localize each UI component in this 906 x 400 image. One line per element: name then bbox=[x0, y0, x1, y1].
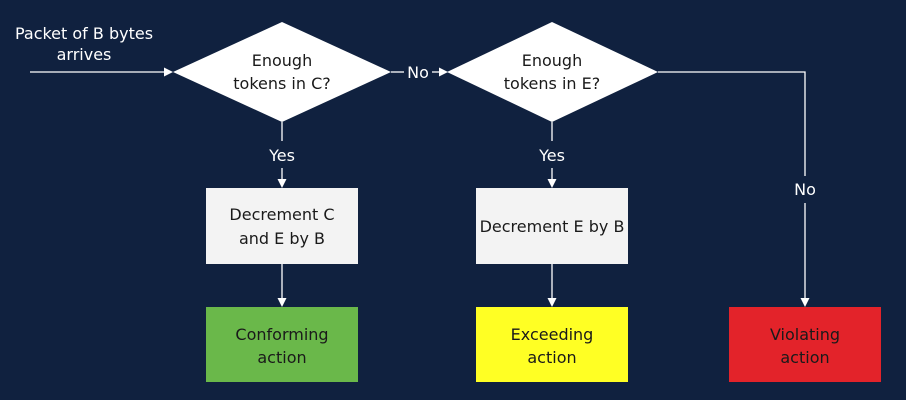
process-decrement-c-and-e: Decrement C and E by B bbox=[206, 188, 358, 264]
conforming-label-line1: Conforming bbox=[235, 325, 328, 344]
decision-c-label-line1: Enough bbox=[252, 51, 312, 70]
edge-label-c-yes: Yes bbox=[268, 146, 295, 165]
edge-label-c-no: No bbox=[407, 63, 429, 82]
edge-process-e-to-exceeding-arrowhead bbox=[547, 298, 557, 307]
process-decrement-e: Decrement E by B bbox=[476, 188, 628, 264]
decision-enough-tokens-e: Enough tokens in E? bbox=[447, 22, 658, 122]
edge-decision-c-no-arrowhead bbox=[439, 67, 448, 77]
process-e-label: Decrement E by B bbox=[480, 217, 625, 236]
edge-decision-e-no-arrowhead bbox=[800, 298, 810, 307]
start-label-line1: Packet of B bytes bbox=[15, 24, 153, 43]
decision-e-label-line1: Enough bbox=[522, 51, 582, 70]
edge-label-e-yes: Yes bbox=[538, 146, 565, 165]
edges bbox=[30, 67, 810, 307]
violating-label-line2: action bbox=[780, 348, 829, 367]
violating-label-line1: Violating bbox=[770, 325, 840, 344]
decision-e-label-line2: tokens in E? bbox=[504, 74, 600, 93]
edge-decision-e-no-part1 bbox=[658, 71, 806, 176]
outcome-violating-action: Violating action bbox=[729, 307, 881, 382]
edge-process-ce-to-conforming-arrowhead bbox=[277, 298, 287, 307]
exceeding-label-line2: action bbox=[527, 348, 576, 367]
decision-c-shape bbox=[173, 22, 391, 122]
conforming-box bbox=[206, 307, 358, 382]
decision-enough-tokens-c: Enough tokens in C? bbox=[173, 22, 391, 122]
outcome-conforming-action: Conforming action bbox=[206, 307, 358, 382]
edge-start-to-decision-c-arrowhead bbox=[164, 67, 173, 77]
start-label-line2: arrives bbox=[57, 45, 112, 64]
edge-decision-e-yes-arrowhead bbox=[547, 179, 557, 188]
process-ce-label-line2: and E by B bbox=[239, 229, 325, 248]
edge-label-e-no: No bbox=[794, 180, 816, 199]
violating-box bbox=[729, 307, 881, 382]
conforming-label-line2: action bbox=[257, 348, 306, 367]
decision-c-label-line2: tokens in C? bbox=[233, 74, 331, 93]
process-ce-label-line1: Decrement C bbox=[229, 205, 334, 224]
process-e-box bbox=[476, 188, 628, 264]
exceeding-box bbox=[476, 307, 628, 382]
decision-e-shape bbox=[447, 22, 658, 122]
edge-decision-c-yes-arrowhead bbox=[277, 179, 287, 188]
process-ce-box bbox=[206, 188, 358, 264]
outcome-exceeding-action: Exceeding action bbox=[476, 307, 628, 382]
exceeding-label-line1: Exceeding bbox=[511, 325, 594, 344]
